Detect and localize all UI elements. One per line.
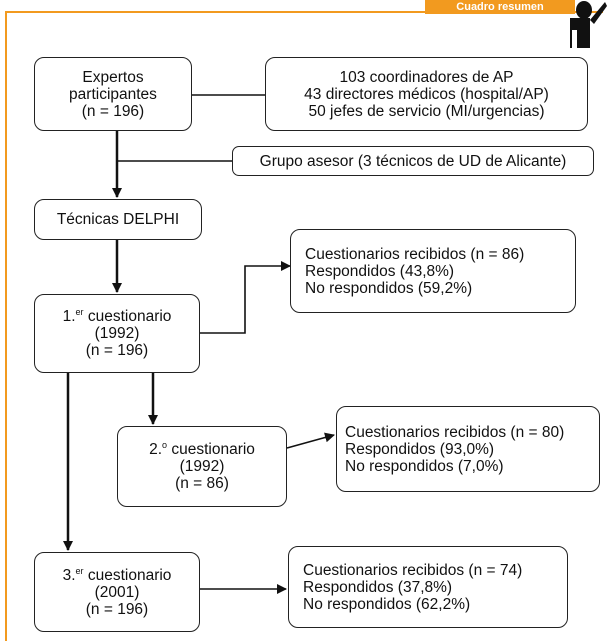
header-tag: Cuadro resumen — [425, 0, 575, 14]
orange-frame — [5, 11, 603, 641]
questionnaire-3-results-box: Cuestionarios recibidos (n = 74) Respond… — [288, 546, 568, 628]
questionnaire-2-results-box: Cuestionarios recibidos (n = 80) Respond… — [336, 406, 600, 492]
questionnaire-3-box: 3.er cuestionario (2001) (n = 196) — [34, 552, 200, 632]
experts-box: Expertos participantes (n = 196) — [34, 57, 192, 131]
questionnaire-2-box: 2.o cuestionario (1992) (n = 86) — [117, 426, 287, 507]
person-figure-icon — [570, 1, 607, 50]
questionnaire-1-box: 1.er cuestionario (1992) (n = 196) — [34, 294, 200, 373]
coordinators-box: 103 coordinadores de AP 43 directores mé… — [265, 57, 588, 131]
delphi-box: Técnicas DELPHI — [34, 199, 202, 240]
advisory-group-box: Grupo asesor (3 técnicos de UD de Alican… — [232, 146, 594, 176]
questionnaire-1-results-box: Cuestionarios recibidos (n = 86) Respond… — [290, 229, 576, 313]
